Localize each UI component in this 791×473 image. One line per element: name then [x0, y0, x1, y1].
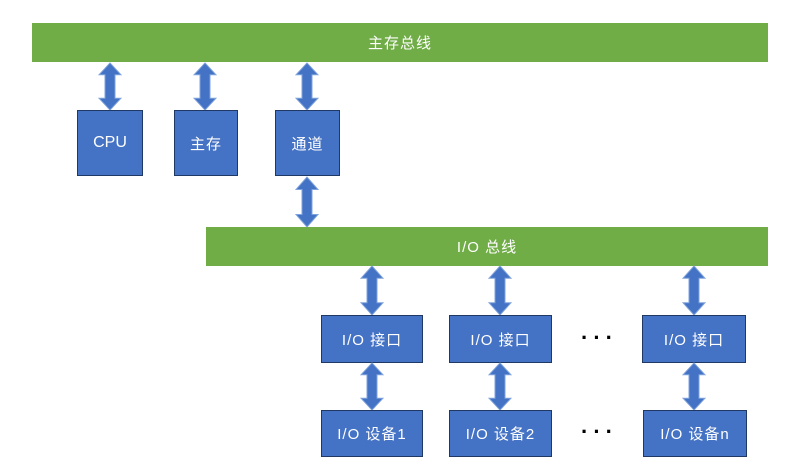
- io-bus-bar: I/O 总线: [206, 227, 768, 266]
- double-arrow-icon: [682, 265, 706, 316]
- double-arrow-icon: [360, 265, 384, 316]
- io-interface-box-n: I/O 接口: [642, 315, 746, 363]
- main-memory-bus-bar: 主存总线: [32, 23, 768, 62]
- ellipsis-interfaces: ···: [581, 325, 618, 350]
- double-arrow-icon: [360, 362, 384, 411]
- cpu-label: CPU: [93, 134, 127, 151]
- io-device-label: I/O 设备1: [337, 426, 407, 443]
- double-arrow-icon: [193, 62, 217, 111]
- double-arrow-icon: [98, 62, 122, 111]
- double-arrow-icon: [488, 362, 512, 411]
- io-interface-label: I/O 接口: [470, 331, 531, 349]
- io-device-label: I/O 设备2: [465, 426, 536, 443]
- io-interface-label: I/O 接口: [341, 331, 403, 349]
- double-arrow-icon: [488, 265, 512, 316]
- io-interface-box-2: I/O 接口: [449, 315, 552, 363]
- main-memory-label: 主存: [189, 135, 222, 153]
- cpu-box: CPU: [77, 110, 143, 176]
- io-device-box-1: I/O 设备1: [321, 410, 423, 457]
- main-memory-bus-label: 主存总线: [367, 35, 432, 52]
- io-device-box-n: I/O 设备n: [643, 410, 747, 457]
- ellipsis-devices: ···: [581, 419, 618, 444]
- channel-box: 通道: [275, 110, 340, 176]
- io-bus-label: I/O 总线: [456, 239, 518, 256]
- double-arrow-icon: [295, 62, 319, 111]
- io-interface-label: I/O 接口: [663, 331, 725, 349]
- io-device-label: I/O 设备n: [660, 426, 730, 443]
- double-arrow-icon: [682, 362, 706, 411]
- channel-label: 通道: [291, 135, 324, 153]
- io-device-box-2: I/O 设备2: [449, 410, 552, 457]
- main-memory-box: 主存: [174, 110, 238, 176]
- double-arrow-icon: [295, 176, 319, 228]
- io-interface-box-1: I/O 接口: [321, 315, 423, 363]
